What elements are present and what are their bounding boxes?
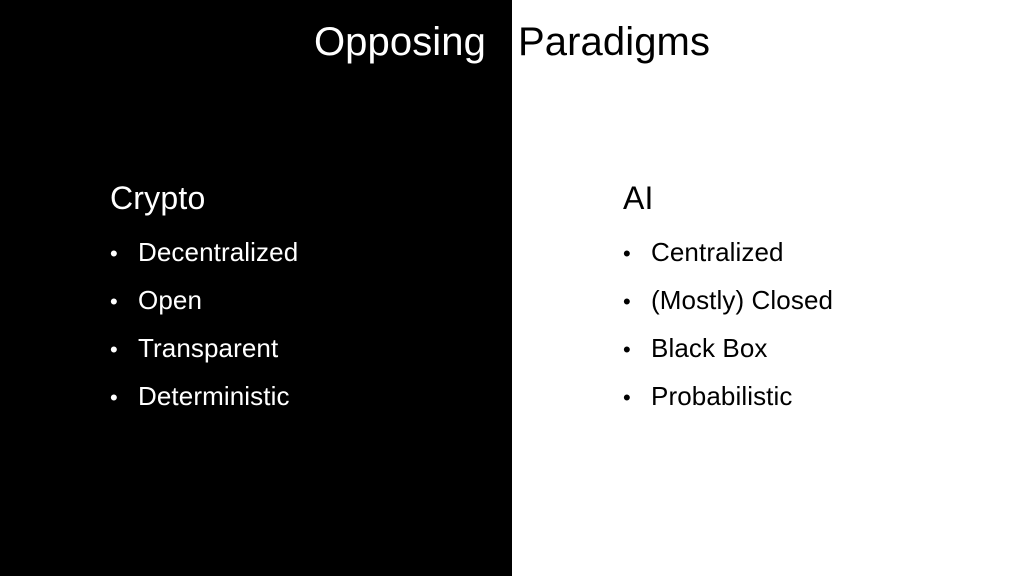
crypto-column: Crypto • Decentralized • Open • Transpar… xyxy=(110,178,510,420)
list-item: • Centralized xyxy=(623,228,1023,276)
list-item-label: Transparent xyxy=(138,333,279,363)
list-item-label: (Mostly) Closed xyxy=(651,285,834,315)
list-item: • (Mostly) Closed xyxy=(623,276,1023,324)
crypto-column-heading: Crypto xyxy=(110,180,206,216)
list-item: • Open xyxy=(110,276,510,324)
bullet-icon: • xyxy=(110,385,118,410)
list-item-label: Probabilistic xyxy=(651,381,793,411)
bullet-icon: • xyxy=(623,337,631,362)
list-item-label: Centralized xyxy=(651,237,784,267)
list-item: • Transparent xyxy=(110,324,510,372)
list-item: • Black Box xyxy=(623,324,1023,372)
bullet-icon: • xyxy=(110,337,118,362)
list-item: • Probabilistic xyxy=(623,372,1023,420)
list-item: • Decentralized xyxy=(110,228,510,276)
crypto-bullet-list: • Decentralized • Open • Transparent • D… xyxy=(110,228,510,420)
bullet-icon: • xyxy=(623,385,631,410)
left-panel-background xyxy=(0,0,512,576)
bullet-icon: • xyxy=(623,289,631,314)
bullet-icon: • xyxy=(110,289,118,314)
ai-bullet-list: • Centralized • (Mostly) Closed • Black … xyxy=(623,228,1023,420)
ai-column-heading: AI xyxy=(623,180,654,216)
list-item: • Deterministic xyxy=(110,372,510,420)
list-item-label: Deterministic xyxy=(138,381,290,411)
bullet-icon: • xyxy=(110,241,118,266)
list-item-label: Decentralized xyxy=(138,237,299,267)
ai-column: AI • Centralized • (Mostly) Closed • Bla… xyxy=(623,178,1023,420)
bullet-icon: • xyxy=(623,241,631,266)
list-item-label: Open xyxy=(138,285,203,315)
right-panel-background xyxy=(512,0,1024,576)
list-item-label: Black Box xyxy=(651,333,768,363)
